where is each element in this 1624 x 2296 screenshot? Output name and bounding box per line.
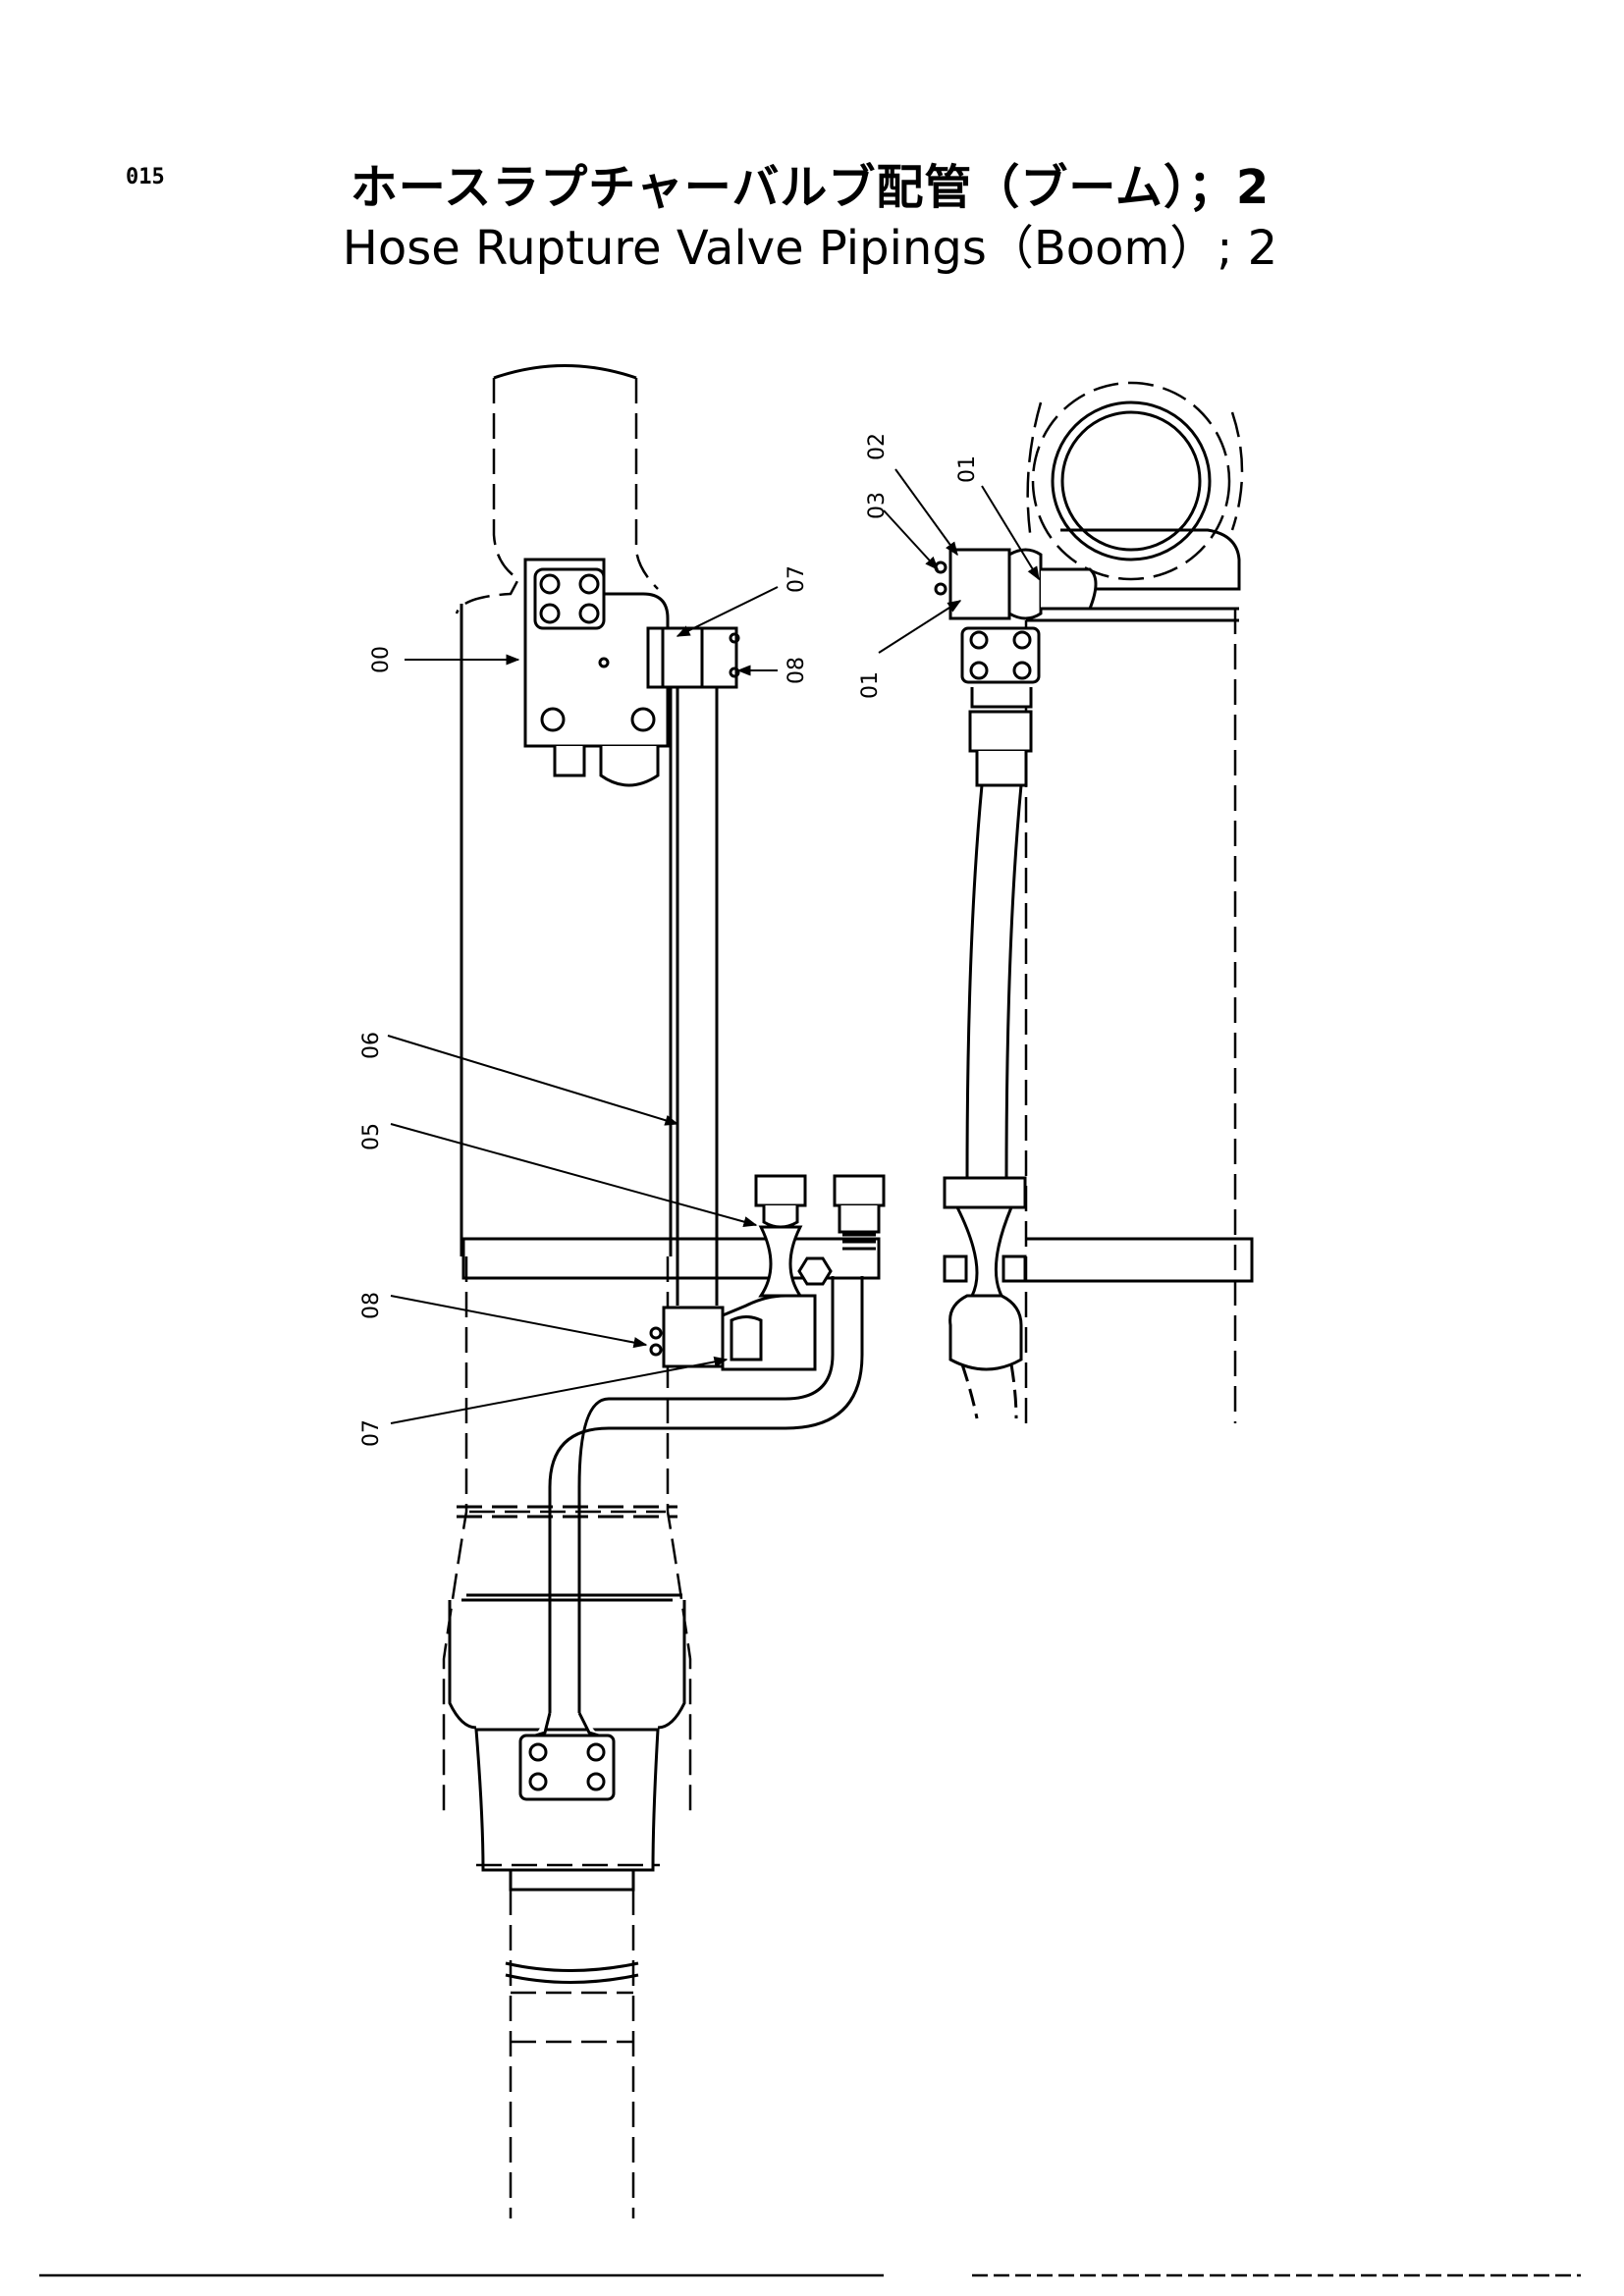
callout-07-top: 07 <box>785 565 809 593</box>
boom-outline-left <box>442 378 692 2218</box>
hose-rupture-valve-left <box>523 558 740 787</box>
title-block: ホースラプチャーバルブ配管（ブーム）；2 Hose Rupture Valve … <box>295 157 1326 279</box>
callout-00: 00 <box>369 646 394 673</box>
callout-07-bottom: 07 <box>359 1419 384 1447</box>
flex-hose-right <box>965 784 1023 1179</box>
lower-cylinder-flange <box>518 1712 616 1801</box>
callout-06: 06 <box>359 1032 384 1059</box>
boom-solid-left <box>448 364 686 1984</box>
lower-flange-fittings-left <box>649 1174 886 1371</box>
hose-rupture-valve-right <box>934 548 1098 787</box>
boom-bands-left <box>457 1237 881 1602</box>
callout-08-bottom: 08 <box>359 1292 384 1319</box>
callout-01-bottom: 01 <box>858 671 883 699</box>
lower-fitting-right <box>943 1176 1027 1419</box>
callout-01-top: 01 <box>955 455 980 483</box>
bent-pipe-left <box>548 1276 864 1713</box>
callout-03: 03 <box>865 492 890 519</box>
callout-05: 05 <box>359 1123 384 1150</box>
title-english: Hose Rupture Valve Pipings（Boom）; 2 <box>342 221 1278 276</box>
callout-08-top: 08 <box>785 657 809 684</box>
leader-lines <box>387 468 1040 1424</box>
title-japanese: ホースラプチャーバルブ配管（ブーム）；2 <box>350 160 1271 215</box>
page-number: 015 <box>126 165 165 189</box>
boom-solid-right <box>1026 400 1254 1283</box>
callout-02: 02 <box>865 433 890 460</box>
boom-outline-right <box>1024 381 1244 1423</box>
